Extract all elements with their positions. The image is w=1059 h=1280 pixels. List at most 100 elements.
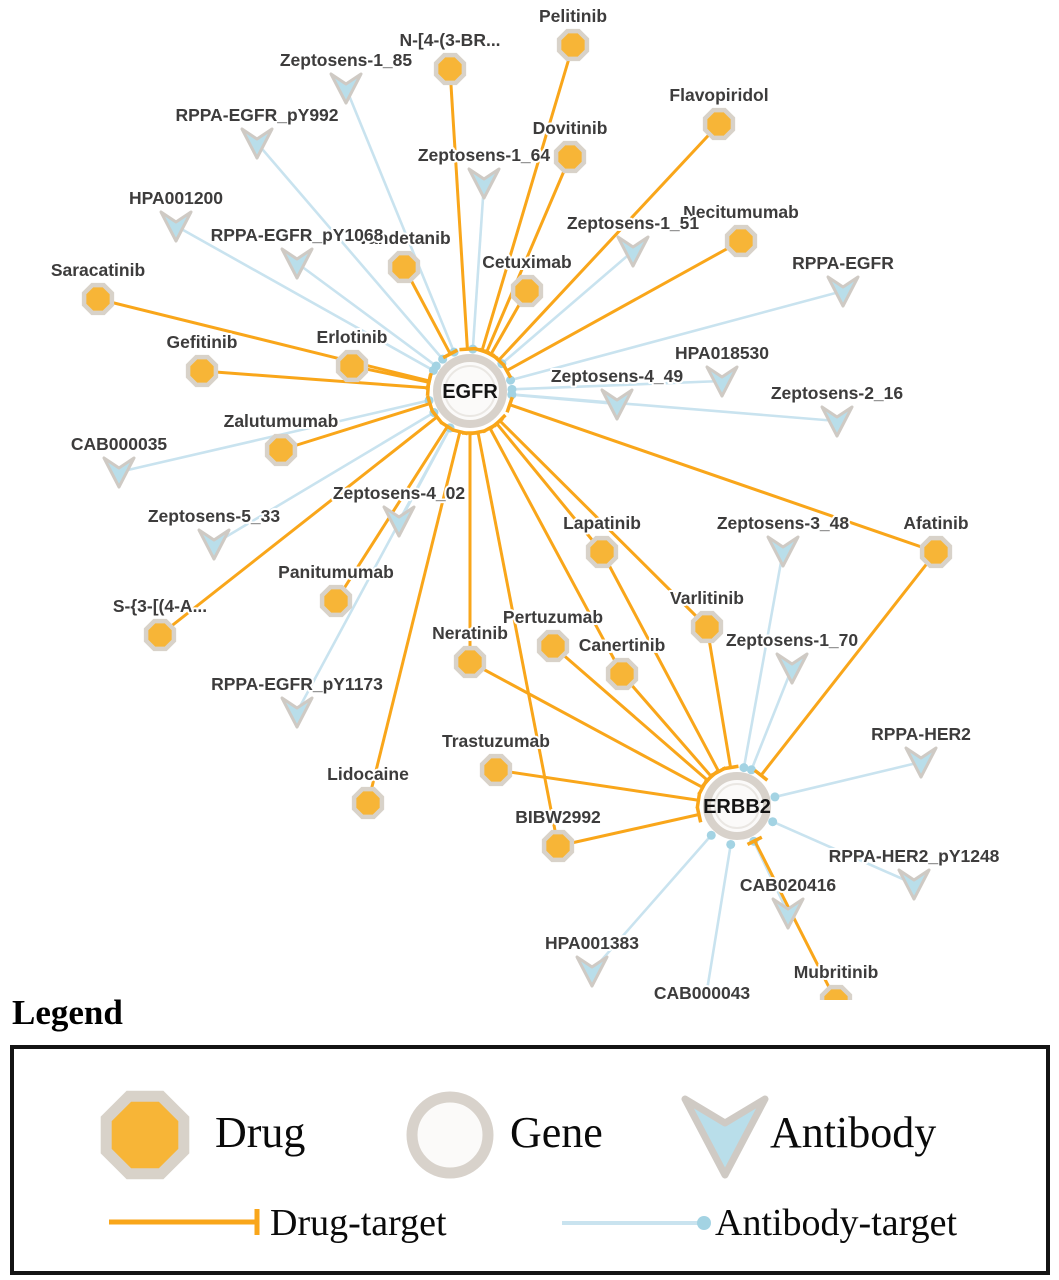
antibody-label-zeptosens-1_64: Zeptosens-1_64 <box>418 145 551 165</box>
gene-label-erbb2: ERBB2 <box>703 796 771 818</box>
antibody-target-edge-rppa-her2_py1248-erbb2 <box>768 817 915 886</box>
antibody-node-zeptosens-1_64: Zeptosens-1_64 <box>416 143 552 200</box>
antibody-label-cab020416: CAB020416 <box>740 875 837 895</box>
drug-target-edge-zalutumumab-egfr <box>280 395 434 452</box>
node-layer: EGFR ERBB2 Pelitinib N-[4-(3-BR... Dovitinib… <box>49 4 1002 1000</box>
drug-node-n4-3-br: N-[4-(3-BR... <box>397 28 503 86</box>
antibody-label-zeptosens-1_51: Zeptosens-1_51 <box>567 213 700 233</box>
drug-label-n4-3-br: N-[4-(3-BR... <box>399 30 500 50</box>
drug-target-edge-necitumumab-egfr <box>501 239 742 379</box>
antibody-label-zeptosens-4_49: Zeptosens-4_49 <box>551 366 684 386</box>
drug-node-lapatinib: Lapatinib <box>561 511 643 569</box>
drug-label-afatinib: Afatinib <box>903 513 968 533</box>
antibody-label-zeptosens-4_02: Zeptosens-4_02 <box>333 483 466 503</box>
antibody-label-zeptosens-1_85: Zeptosens-1_85 <box>280 50 413 70</box>
drug-label-vandetanib: Vandetanib <box>357 228 450 248</box>
antibody-label-zeptosens-5_33: Zeptosens-5_33 <box>148 506 281 526</box>
edge-layer <box>97 44 938 1000</box>
drug-label-panitumumab: Panitumumab <box>278 562 394 582</box>
drug-node-flavopiridol: Flavopiridol <box>667 83 771 141</box>
drug-label-gefitinib: Gefitinib <box>167 332 238 352</box>
gene-legend-icon <box>406 1091 494 1179</box>
drug-node-lidocaine: Lidocaine <box>325 762 411 820</box>
antibody-target-edge-zeptosens-3_48-erbb2 <box>739 550 785 773</box>
drug-label-cetuximab: Cetuximab <box>482 252 571 272</box>
drug-target-edge-n4-3-br-egfr <box>448 68 476 352</box>
legend-label-gene: Gene <box>510 1108 603 1157</box>
antibody-node-cab020416: CAB020416 <box>738 873 838 930</box>
drug-node-gefitinib: Gefitinib <box>165 330 239 388</box>
antibody-target-edge-zeptosens-1_70-erbb2 <box>746 667 794 775</box>
antibody-target-edge-rppa-egfr_py1068-egfr <box>296 261 441 371</box>
drug-target-edge-pertuzumab-erbb2 <box>552 644 715 788</box>
drug-node-dovitinib: Dovitinib <box>531 116 609 174</box>
drug-label-pertuzumab: Pertuzumab <box>503 607 603 627</box>
antibody-node-hpa018530: HPA018530 <box>673 341 771 398</box>
drug-label-saracatinib: Saracatinib <box>51 260 145 280</box>
drug-target-network: EGFR ERBB2 Pelitinib N-[4-(3-BR... Dovitinib… <box>49 4 1002 1000</box>
antibody-node-rppa-her2_py1248: RPPA-HER2_pY1248 <box>827 844 1002 901</box>
antibody-edge-dot <box>697 1216 711 1230</box>
antibody-label-cab000043: CAB000043 <box>654 983 751 1000</box>
gene-node-erbb2: ERBB2 <box>703 772 771 840</box>
drug-octagon-shape <box>100 1090 190 1180</box>
drug-node-pelitinib: Pelitinib <box>537 4 609 62</box>
drug-target-edge-bibw2992-erbb2 <box>557 806 703 848</box>
antibody-node-zeptosens-4_49: Zeptosens-4_49 <box>549 364 685 421</box>
drug-label-neratinib: Neratinib <box>432 623 508 643</box>
antibody-label-rppa-egfr_py1173: RPPA-EGFR_pY1173 <box>211 674 383 694</box>
antibody-node-zeptosens-4_02: Zeptosens-4_02 <box>331 481 467 538</box>
drug-node-necitumumab: Necitumumab <box>681 200 801 258</box>
drug-node-trastuzumab: Trastuzumab <box>440 729 552 787</box>
antibody-node-zeptosens-3_48: Zeptosens-3_48 <box>715 511 851 568</box>
antibody-target-edge-rppa-egfr-egfr <box>506 289 844 385</box>
antibody-node-zeptosens-1_85: Zeptosens-1_85 <box>278 48 414 105</box>
antibody-node-zeptosens-5_33: Zeptosens-5_33 <box>146 504 282 561</box>
antibody-label-rppa-egfr_py992: RPPA-EGFR_pY992 <box>175 105 338 125</box>
antibody-target-edge-cab000043-erbb2 <box>704 839 736 1000</box>
antibody-label-zeptosens-1_70: Zeptosens-1_70 <box>726 630 859 650</box>
drug-node-afatinib: Afatinib <box>901 511 971 569</box>
antibody-target-edge-zeptosens-1_85-egfr <box>344 87 459 357</box>
drug-node-varlitinib: Varlitinib <box>668 586 746 644</box>
drug-node-s3-4-a: S-{3-[(4-A... <box>111 594 209 652</box>
legend-label-antibody: Antibody <box>770 1108 937 1157</box>
drug-node-saracatinib: Saracatinib <box>49 258 147 316</box>
drug-label-zalutumumab: Zalutumumab <box>224 411 339 431</box>
antibody-node-rppa-egfr_py992: RPPA-EGFR_pY992 <box>173 103 341 160</box>
drug-label-trastuzumab: Trastuzumab <box>442 731 550 751</box>
drug-label-canertinib: Canertinib <box>579 635 666 655</box>
legend-label-drug: Drug <box>215 1108 306 1157</box>
drug-target-edge-afatinib-erbb2 <box>753 551 938 782</box>
drug-legend-icon <box>100 1090 190 1180</box>
drug-node-canertinib: Canertinib <box>577 633 667 691</box>
gene-label-egfr: EGFR <box>442 381 498 403</box>
drug-node-vandetanib: Vandetanib <box>355 226 453 284</box>
antibody-label-rppa-egfr: RPPA-EGFR <box>792 253 894 273</box>
drug-target-edge-trastuzumab-erbb2 <box>495 768 702 809</box>
drug-target-edge-varlitinib-erbb2 <box>705 626 739 771</box>
antibody-chevron-shape <box>681 1095 769 1179</box>
drug-label-erlotinib: Erlotinib <box>317 327 388 347</box>
legend-label-antibody-target: Antibody-target <box>715 1202 958 1244</box>
antibody-node-zeptosens-1_70: Zeptosens-1_70 <box>724 628 860 685</box>
antibody-label-cab000035: CAB000035 <box>71 434 168 454</box>
drug-target-edge-s3-4-a-egfr <box>159 409 444 637</box>
legend-box: Drug Gene Antibody Drug-target Antibody-… <box>10 1045 1050 1275</box>
antibody-target-edge-rppa-her2-erbb2 <box>770 760 922 802</box>
antibody-node-zeptosens-2_16: Zeptosens-2_16 <box>769 381 905 438</box>
drug-label-varlitinib: Varlitinib <box>670 588 744 608</box>
drug-label-lapatinib: Lapatinib <box>563 513 641 533</box>
antibody-target-edge-hpa001383-erbb2 <box>591 830 716 972</box>
drug-label-bibw2992: BIBW2992 <box>515 807 601 827</box>
drug-label-flavopiridol: Flavopiridol <box>669 85 768 105</box>
gene-circle-shape <box>406 1091 494 1179</box>
drug-label-s3-4-a: S-{3-[(4-A... <box>113 596 207 616</box>
gene-node-egfr: EGFR <box>433 354 507 428</box>
drug-target-edge-mubritinib-erbb2 <box>746 835 838 1000</box>
drug-node-zalutumumab: Zalutumumab <box>222 409 340 467</box>
drug-label-dovitinib: Dovitinib <box>533 118 608 138</box>
antibody-node-zeptosens-1_51: Zeptosens-1_51 <box>565 211 701 268</box>
drug-node-bibw2992: BIBW2992 <box>513 805 603 863</box>
